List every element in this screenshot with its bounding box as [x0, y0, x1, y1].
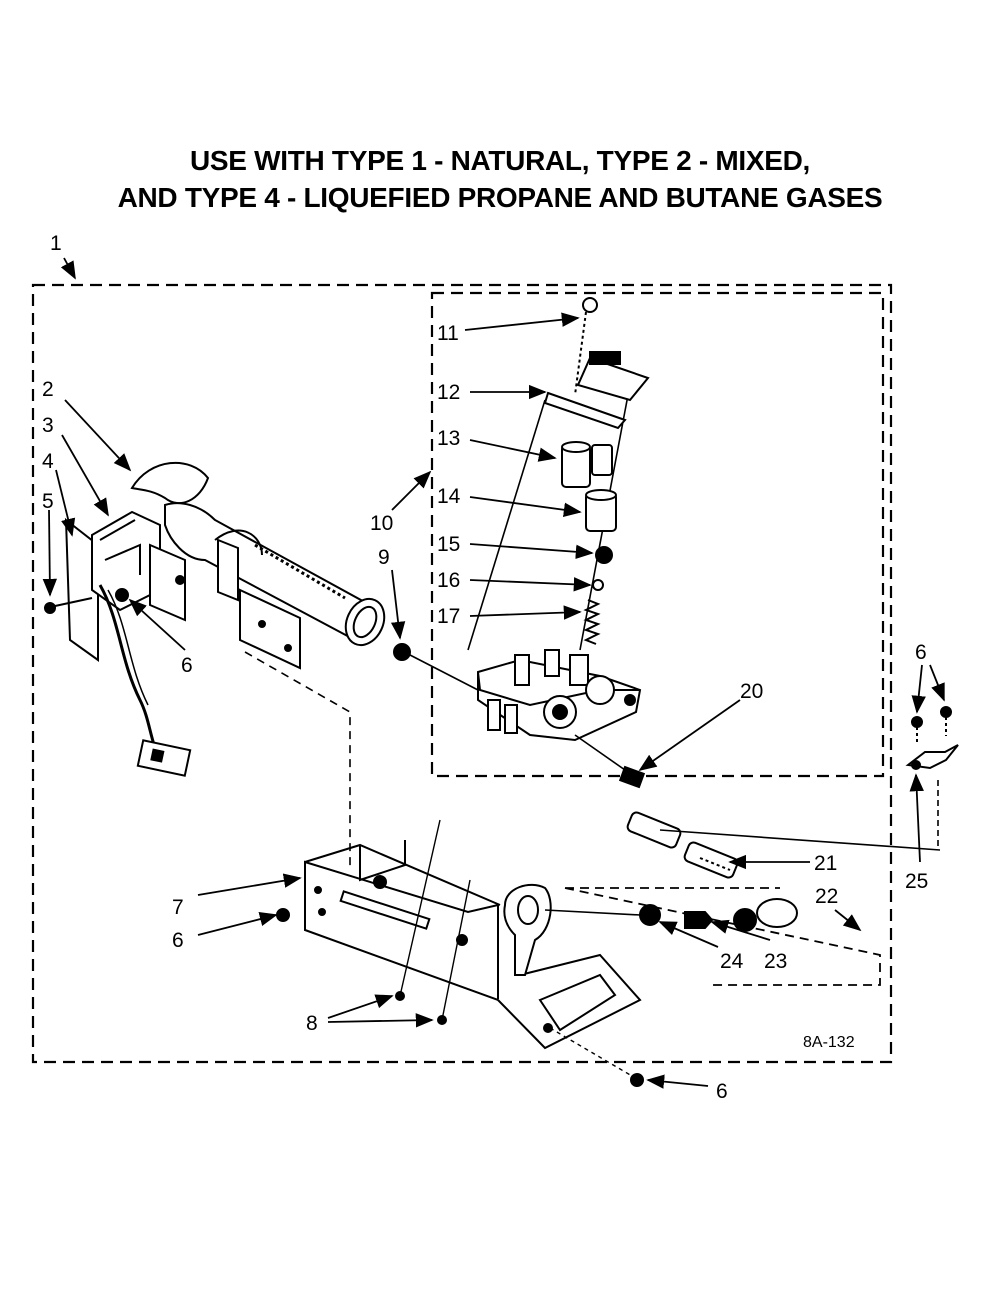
callout-5: 5 [42, 490, 54, 513]
clip-part-25 [905, 744, 959, 770]
callout-17: 17 [437, 605, 460, 628]
orifice-part-21-b [683, 841, 739, 879]
gas-valve-assembly [393, 297, 650, 789]
screw-part-11 [582, 297, 598, 313]
callout-21: 21 [814, 852, 837, 875]
screw-part-6-bottom [630, 1073, 644, 1087]
callout-leaders [42, 257, 945, 1089]
callout-16: 16 [437, 569, 460, 592]
diagram-title-line-2: AND TYPE 4 - LIQUEFIED PROPANE AND BUTAN… [117, 182, 883, 213]
clip-group [905, 706, 959, 846]
screw-part-6-bracket [276, 908, 290, 922]
callout-23: 23 [764, 950, 787, 973]
burner-tube-assembly [130, 461, 386, 670]
fitting-part-23 [684, 911, 714, 929]
coil-bracket-part-12 [576, 356, 650, 402]
washer-part-16 [592, 579, 604, 591]
callout-15: 15 [437, 533, 460, 556]
burner-support-ring [503, 883, 552, 976]
igniter-mounting-bracket [64, 517, 99, 662]
callout-6-igniter: 6 [181, 654, 193, 677]
callout-6-right: 6 [915, 641, 927, 664]
callout-20: 20 [740, 680, 763, 703]
fitting-part-20 [618, 765, 646, 789]
callout-7: 7 [172, 896, 184, 919]
callout-1: 1 [50, 232, 62, 255]
screw-part-6-right-b [940, 706, 952, 718]
callout-3: 3 [42, 414, 54, 437]
burner-flame-spreader [130, 461, 210, 505]
callout-2: 2 [42, 378, 54, 401]
igniter-wires [98, 584, 162, 761]
callout-8: 8 [306, 1012, 318, 1035]
orifice-part-21-a [626, 811, 682, 849]
callout-6-bottom: 6 [716, 1080, 728, 1103]
callout-10: 10 [370, 512, 393, 535]
orifice-kit-boundary-dashed-box [564, 887, 881, 986]
bracket-side-plate [149, 543, 186, 622]
callout-25: 25 [905, 870, 928, 893]
callout-11: 11 [437, 322, 459, 345]
mounting-bracket-group [276, 819, 644, 1087]
callout-14: 14 [437, 485, 461, 508]
igniter-bracket-group [44, 510, 192, 777]
plunger-part-15 [595, 546, 613, 564]
callout-9: 9 [378, 546, 390, 569]
gas-valve-boundary-dashed-box [430, 291, 885, 778]
wire-connector [136, 739, 192, 777]
callout-numbers: 1 2 3 4 5 6 9 10 11 12 13 14 15 16 17 20… [42, 232, 928, 1103]
assembly-boundary-dashed-box [31, 283, 893, 1064]
screw-part-5 [44, 602, 56, 614]
orifice-hood-group [544, 811, 941, 932]
nut-part-9 [393, 643, 411, 661]
diagram-title-line-1: USE WITH TYPE 1 - NATURAL, TYPE 2 - MIXE… [189, 145, 811, 176]
callout-22: 22 [815, 885, 838, 908]
callout-12: 12 [437, 381, 460, 404]
drawing-code: 8A-132 [803, 1034, 855, 1051]
callout-6-bracket: 6 [172, 929, 184, 952]
nut-part-24 [639, 904, 661, 926]
callout-4: 4 [42, 450, 54, 473]
orifice-hood-part-22 [756, 898, 798, 928]
screw-part-6-right-a [911, 716, 923, 728]
spring-part-17 [583, 599, 601, 645]
callout-24: 24 [720, 950, 744, 973]
callout-13: 13 [437, 427, 460, 450]
